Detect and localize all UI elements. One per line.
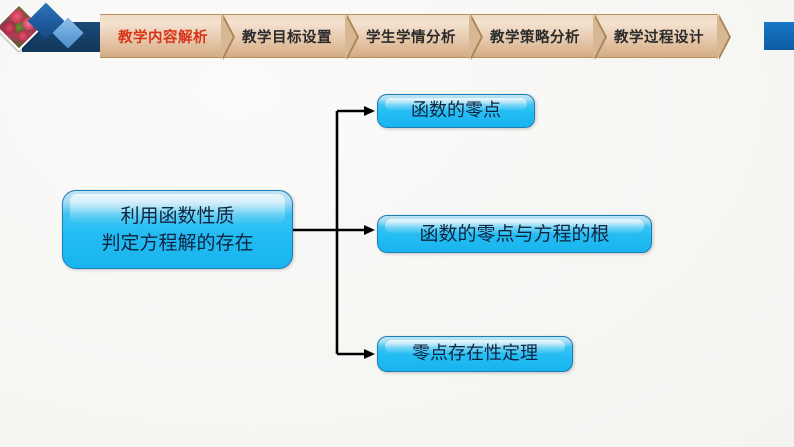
tab-student-situation-analysis[interactable]: 学生学情分析 [346, 14, 483, 60]
tab-strip: 教学内容解析 教学目标设置 学生学情分析 教学策略分析 教学过程设计 [100, 14, 731, 60]
node-root-text: 利用函数性质 判定方程解的存在 [95, 203, 259, 255]
node-root-line1: 利用函数性质 [120, 205, 235, 228]
node-branch-existence-theorem[interactable]: 零点存在性定理 [377, 336, 573, 372]
tab-teaching-content-analysis[interactable]: 教学内容解析 [100, 14, 235, 60]
node-root-line2: 判定方程解的存在 [101, 231, 254, 254]
tab-teaching-strategy-analysis[interactable]: 教学策略分析 [470, 14, 607, 60]
node-branch-label: 零点存在性定理 [412, 342, 538, 364]
tab-teaching-objective-setting[interactable]: 教学目标设置 [222, 14, 359, 60]
tab-label: 教学策略分析 [490, 29, 580, 46]
tab-teaching-process-design[interactable]: 教学过程设计 [594, 14, 731, 60]
concept-diagram: 利用函数性质 判定方程解的存在 函数的零点 函数的零点与方程的根 零点存在性定理 [0, 70, 794, 447]
node-branch-zero-and-root[interactable]: 函数的零点与方程的根 [377, 215, 652, 253]
node-branch-label: 函数的零点与方程的根 [419, 222, 610, 245]
tab-label: 学生学情分析 [366, 29, 456, 46]
node-branch-label: 函数的零点 [411, 99, 501, 121]
header-blue-end-block [764, 22, 794, 50]
node-root-concept[interactable]: 利用函数性质 判定方程解的存在 [62, 190, 293, 269]
tab-label: 教学内容解析 [118, 29, 208, 46]
tab-label: 教学目标设置 [242, 29, 332, 46]
tab-label: 教学过程设计 [614, 29, 704, 46]
header-bar: 教学内容解析 教学目标设置 学生学情分析 教学策略分析 教学过程设计 [0, 0, 794, 70]
node-branch-function-zero[interactable]: 函数的零点 [377, 94, 535, 128]
